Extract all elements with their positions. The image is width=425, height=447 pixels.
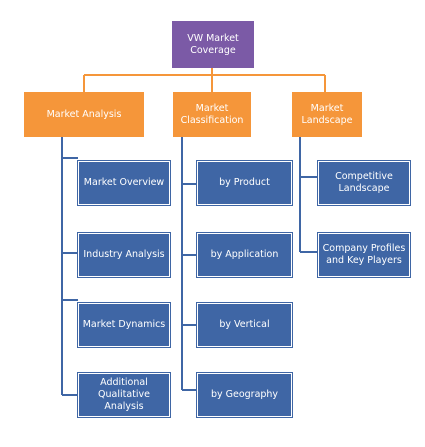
item-market-overview: Market Overview	[77, 160, 171, 206]
root-node: VW Market Coverage	[172, 21, 254, 68]
category-market-classification: Market Classification	[173, 92, 251, 137]
category-market-analysis: Market Analysis	[24, 92, 144, 137]
item-competitive-landscape: Competitive Landscape	[317, 160, 411, 206]
item-market-dynamics: Market Dynamics	[77, 302, 171, 348]
item-by-product: by Product	[196, 160, 293, 206]
item-label: Industry Analysis	[83, 249, 165, 261]
item-label: by Vertical	[219, 319, 270, 331]
item-by-geography: by Geography	[196, 372, 293, 418]
item-label: by Application	[210, 249, 279, 261]
item-by-vertical: by Vertical	[196, 302, 293, 348]
item-by-application: by Application	[196, 232, 293, 278]
item-label: by Product	[219, 177, 270, 189]
root-label: VW Market Coverage	[187, 32, 239, 56]
category-market-landscape: Market Landscape	[292, 92, 362, 137]
item-label: by Geography	[210, 389, 279, 401]
category-connectors	[83, 68, 326, 92]
category-label: Market Analysis	[46, 108, 122, 120]
item-label: Market Dynamics	[82, 319, 166, 331]
category-label: Market Landscape	[301, 102, 353, 126]
item-additional-qualitative-analysis: Additional Qualitative Analysis	[77, 372, 171, 418]
item-label: Additional Qualitative Analysis	[98, 377, 150, 412]
item-industry-analysis: Industry Analysis	[77, 232, 171, 278]
category-label: Market Classification	[180, 102, 244, 126]
item-label: Company Profiles and Key Players	[322, 243, 406, 266]
item-label: Market Overview	[83, 177, 165, 189]
item-connectors	[61, 110, 318, 396]
item-company-profiles: Company Profiles and Key Players	[317, 232, 411, 278]
item-label: Competitive Landscape	[335, 171, 393, 194]
